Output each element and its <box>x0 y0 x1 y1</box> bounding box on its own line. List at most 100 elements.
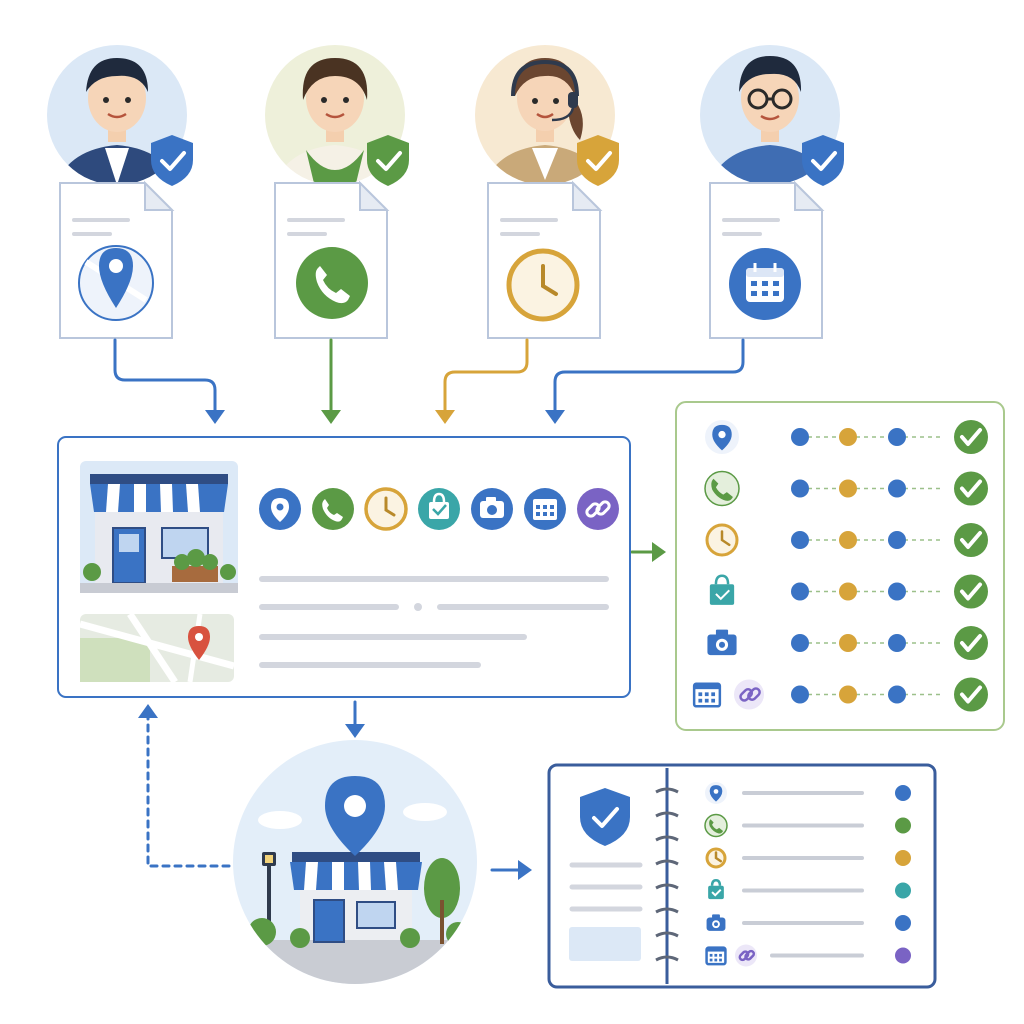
calendar-icon <box>692 682 722 708</box>
verified-shield-icon <box>367 135 409 186</box>
document-card-location <box>59 180 175 339</box>
shopping-bag-icon <box>418 488 460 530</box>
verification-panel <box>675 401 1005 731</box>
verification-row <box>709 574 988 609</box>
book-binding-rings <box>655 787 679 962</box>
status-dot <box>895 882 911 899</box>
document-row <box>59 180 825 339</box>
clock-icon <box>705 523 739 557</box>
step-dot <box>791 685 809 704</box>
status-dot <box>895 817 911 834</box>
location-pin-icon <box>188 626 210 660</box>
step-dot <box>888 428 906 446</box>
listing-row <box>705 944 911 967</box>
book-left-placeholder-lines <box>569 862 643 912</box>
map-thumbnail <box>79 612 235 684</box>
listing-book <box>547 763 937 989</box>
step-dot <box>888 685 906 704</box>
verification-row <box>705 523 988 557</box>
phone-icon <box>312 488 354 530</box>
step-dot <box>791 634 809 652</box>
calendar-icon <box>524 488 566 530</box>
location-pin-icon <box>705 420 739 454</box>
connector-hours-to-profile <box>443 338 529 414</box>
step-dot <box>888 531 906 549</box>
verified-shield-icon <box>802 135 844 186</box>
link-icon <box>577 488 619 530</box>
step-dot <box>839 634 857 652</box>
step-dot <box>791 582 809 601</box>
calendar-icon <box>729 248 801 320</box>
step-dot <box>839 582 857 601</box>
storefront-thumbnail <box>80 461 238 593</box>
verification-row <box>705 420 988 454</box>
contributor-avatar-business-owner <box>47 45 193 186</box>
status-dot <box>895 947 911 964</box>
link-icon <box>734 679 764 710</box>
location-pin-icon <box>325 776 385 856</box>
step-dot <box>888 479 906 498</box>
phone-icon <box>704 470 740 507</box>
check-circle-icon <box>954 420 988 454</box>
arrowhead <box>545 410 565 424</box>
document-card-calendar <box>709 180 825 339</box>
verification-row <box>692 677 988 712</box>
step-dot <box>839 685 857 704</box>
step-dot <box>888 582 906 601</box>
location-pin-icon <box>259 488 301 530</box>
verified-shield-icon <box>580 788 630 846</box>
shopping-bag-icon <box>709 574 735 605</box>
arrowhead <box>205 410 225 424</box>
verification-row <box>704 470 988 507</box>
status-dot <box>895 785 911 801</box>
document-card-hours <box>487 180 603 339</box>
listing-row <box>705 782 911 804</box>
step-dot <box>839 479 857 498</box>
check-circle-icon <box>954 523 988 557</box>
document-card-phone <box>274 180 390 339</box>
clock-icon <box>364 487 408 531</box>
listing-row <box>705 847 911 869</box>
camera-icon <box>707 629 737 656</box>
connector-location-to-profile <box>113 338 217 414</box>
arrowhead <box>652 542 666 562</box>
arrowhead <box>138 704 158 718</box>
step-dot <box>888 634 906 652</box>
verified-shield-icon <box>151 135 193 186</box>
arrowhead <box>518 860 532 880</box>
shopping-bag-icon <box>708 879 724 900</box>
connector-lines <box>113 338 745 880</box>
camera-icon <box>471 488 513 530</box>
calendar-icon <box>705 946 727 966</box>
step-dot <box>791 428 809 446</box>
arrowhead <box>321 410 341 424</box>
contributor-row <box>47 45 844 186</box>
clock-icon <box>506 248 580 322</box>
step-dot <box>791 531 809 549</box>
listing-row <box>708 879 911 900</box>
arrowhead <box>345 724 365 738</box>
connector-store-feedback <box>146 716 267 868</box>
status-dot <box>895 915 911 931</box>
check-circle-icon <box>954 626 988 660</box>
camera-icon <box>706 914 726 931</box>
arrowhead <box>435 410 455 424</box>
step-dot <box>791 479 809 498</box>
location-pin-icon <box>78 245 154 321</box>
clock-icon <box>705 847 727 869</box>
contributor-avatar-manager <box>700 45 844 186</box>
phone-icon <box>296 247 368 319</box>
check-circle-icon <box>954 677 988 712</box>
check-circle-icon <box>954 471 988 506</box>
step-dot <box>839 428 857 446</box>
check-circle-icon <box>954 574 988 609</box>
status-dot <box>895 850 911 866</box>
profile-placeholder-lines <box>259 576 609 668</box>
contributor-avatar-support-agent <box>475 45 619 186</box>
book-left-placeholder-box <box>569 927 641 961</box>
storefront-scene <box>233 740 477 984</box>
verification-row <box>707 626 988 660</box>
business-profile-panel <box>57 436 631 698</box>
phone-icon <box>704 813 728 838</box>
